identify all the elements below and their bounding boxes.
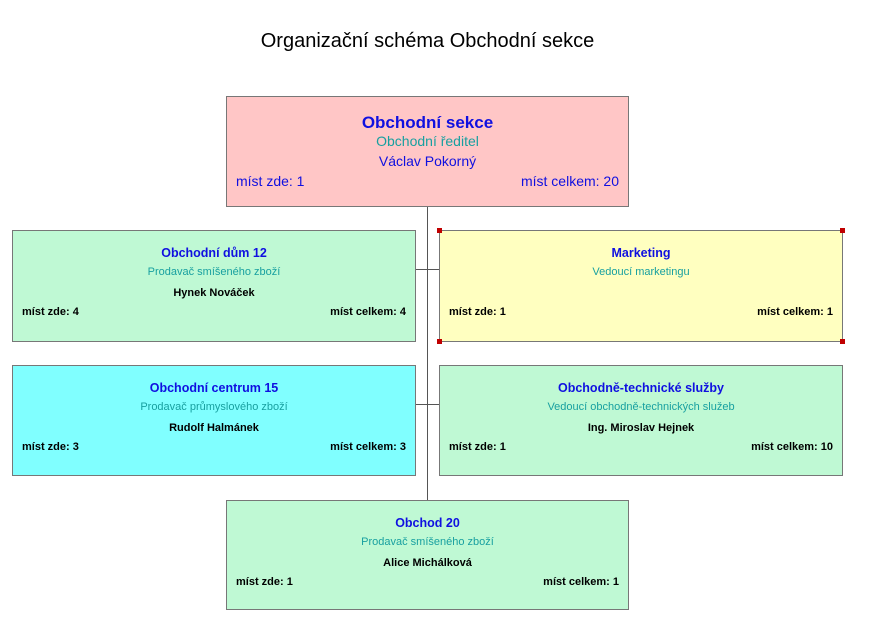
node-role: Prodavač průmyslového zboží bbox=[140, 401, 288, 413]
node-name: Obchodní dům 12 bbox=[161, 246, 267, 260]
chart-title: Organizační schéma Obchodní sekce bbox=[260, 30, 595, 52]
node-name: Obchodně-technické služby bbox=[557, 381, 724, 395]
node-role: Vedoucí marketingu bbox=[592, 266, 690, 278]
selection-handle-top-left[interactable] bbox=[437, 228, 442, 233]
node-person: Rudolf Halmánek bbox=[169, 422, 259, 434]
node-person: Ing. Miroslav Hejnek bbox=[587, 422, 695, 434]
node-name: Obchodní centrum 15 bbox=[149, 381, 279, 395]
connector-branch-right-2 bbox=[428, 404, 439, 405]
node-person: Hynek Nováček bbox=[173, 287, 255, 299]
node-positions-here: míst zde: 3 bbox=[22, 441, 79, 453]
org-node-obchodne-technicke-sluzby[interactable]: Obchodně-technické služby Vedoucí obchod… bbox=[439, 365, 843, 476]
connector-branch-left-2 bbox=[416, 404, 427, 405]
org-node-obchod-20[interactable]: Obchod 20 Prodavač smíšeného zboží Alice… bbox=[226, 500, 629, 610]
connector-branch-right-1 bbox=[428, 269, 439, 270]
node-role: Prodavač smíšeného zboží bbox=[147, 266, 281, 278]
node-role: Vedoucí obchodně-technických služeb bbox=[547, 401, 735, 413]
node-person: Václav Pokorný bbox=[378, 153, 477, 169]
org-node-obchodni-centrum-15[interactable]: Obchodní centrum 15 Prodavač průmyslovéh… bbox=[12, 365, 416, 476]
node-person: Alice Michálková bbox=[383, 557, 472, 569]
org-node-obchodni-dum-12[interactable]: Obchodní dům 12 Prodavač smíšeného zboží… bbox=[12, 230, 416, 342]
node-positions-here: míst zde: 4 bbox=[22, 306, 79, 318]
node-name: Obchod 20 bbox=[395, 516, 460, 530]
node-role: Prodavač smíšeného zboží bbox=[361, 536, 494, 548]
connector-trunk bbox=[427, 207, 428, 500]
node-role: Obchodní ředitel bbox=[376, 133, 479, 149]
node-positions-total: míst celkem: 10 bbox=[751, 441, 833, 453]
node-name: Marketing bbox=[611, 246, 671, 260]
node-name: Obchodní sekce bbox=[361, 113, 494, 132]
node-positions-total: míst celkem: 1 bbox=[757, 306, 833, 318]
node-positions-here: míst zde: 1 bbox=[236, 576, 293, 588]
selection-handle-bottom-left[interactable] bbox=[437, 339, 442, 344]
connector-branch-left-1 bbox=[416, 269, 427, 270]
node-positions-total: míst celkem: 3 bbox=[330, 441, 406, 453]
selection-handle-top-right[interactable] bbox=[840, 228, 845, 233]
node-positions-total: míst celkem: 4 bbox=[330, 306, 406, 318]
node-positions-here: míst zde: 1 bbox=[449, 441, 506, 453]
org-node-root[interactable]: Obchodní sekce Obchodní ředitel Václav P… bbox=[226, 96, 629, 207]
node-positions-total: míst celkem: 20 bbox=[520, 173, 619, 189]
node-positions-here: míst zde: 1 bbox=[236, 173, 305, 189]
selection-handle-bottom-right[interactable] bbox=[840, 339, 845, 344]
node-positions-here: míst zde: 1 bbox=[449, 306, 506, 318]
node-positions-total: míst celkem: 1 bbox=[543, 576, 619, 588]
org-node-marketing[interactable]: Marketing Vedoucí marketingu míst zde: 1… bbox=[437, 228, 845, 344]
